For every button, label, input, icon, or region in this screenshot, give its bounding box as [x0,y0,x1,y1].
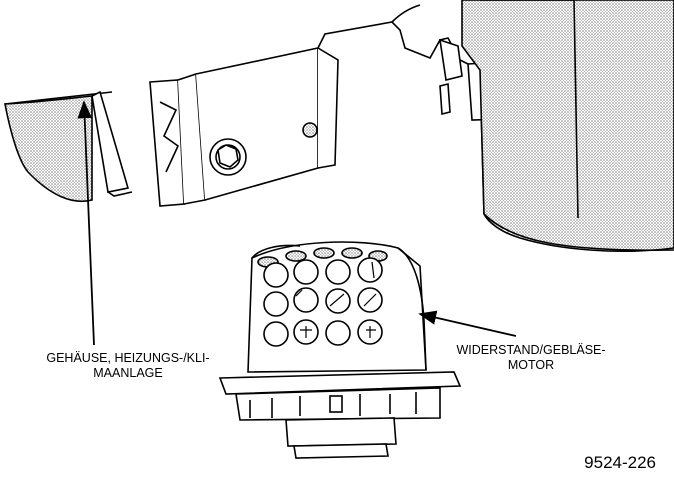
blower-resistor [218,241,462,459]
resistor-leader-line [418,310,517,337]
bolt-icon [209,138,247,176]
housing-callout-label: GEHÄUSE, HEIZUNGS-/KLI- MAANLAGE [2,351,254,381]
housing-label-line1: GEHÄUSE, HEIZUNGS-/KLI- [46,351,210,365]
resistor-callout-label: WIDERSTAND/GEBLÄSE- MOTOR [446,343,616,373]
figure-number: 9524-226 [584,453,656,472]
housing-label-line2: MAANLAGE [93,366,163,380]
resistor-label-line2: MOTOR [507,358,555,372]
hvac-housing [4,0,674,252]
resistor-label-line1: WIDERSTAND/GEBLÄSE- [456,343,606,357]
housing-leader-line [77,100,95,346]
